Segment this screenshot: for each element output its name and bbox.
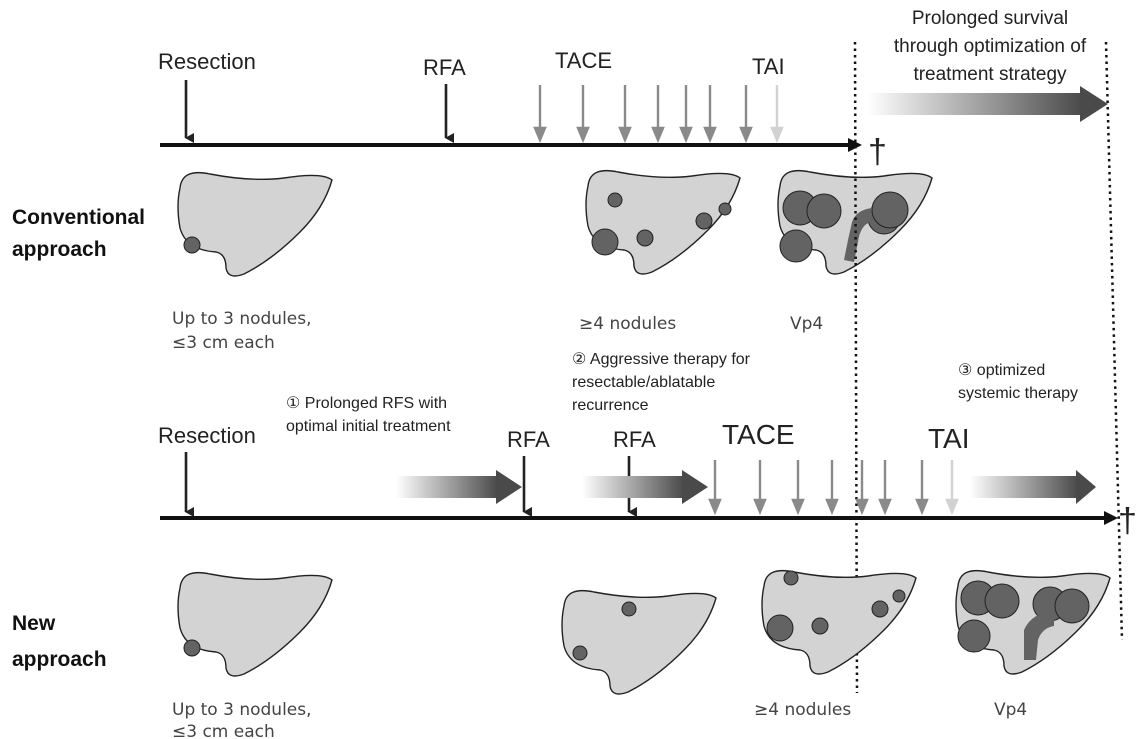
new-tai-arrow xyxy=(947,460,957,512)
new-timeline-arrowhead xyxy=(1104,511,1118,525)
new-tace-label: TACE xyxy=(722,419,795,450)
new-liver-vp4 xyxy=(956,571,1110,674)
conv-resection-label: Resection xyxy=(158,49,256,74)
conv-tai-label: TAI xyxy=(752,54,785,79)
new-caption-early-1: Up to 3 nodules, xyxy=(172,700,312,720)
point2-line3: recurrence xyxy=(572,397,649,414)
point1-line1: ① Prolonged RFS with xyxy=(286,395,447,412)
conv-liver-early xyxy=(178,173,332,276)
conv-caption-multi: ≥4 nodules xyxy=(579,314,676,334)
conventional-approach-label-2: approach xyxy=(12,238,107,261)
conv-death-symbol: † xyxy=(868,133,887,171)
conv-liver-multi xyxy=(586,171,740,274)
conv-caption-vp4: Vp4 xyxy=(790,314,823,334)
aggressive-gradient-arrow xyxy=(582,470,708,504)
conv-rfa-label: RFA xyxy=(423,55,466,80)
new-caption-multi: ≥4 nodules xyxy=(754,700,851,720)
divider-dotted-right xyxy=(1106,42,1122,640)
new-liver-rfa xyxy=(562,591,716,694)
new-liver-multi xyxy=(762,571,916,674)
new-rfa1-label: RFA xyxy=(507,427,550,452)
conventional-timeline-group: Resection RFA TACE TAI † xyxy=(158,48,887,171)
conv-tace-label: TACE xyxy=(555,48,612,73)
survival-note-3: treatment strategy xyxy=(913,64,1067,85)
conventional-approach-label-1: Conventional xyxy=(12,206,145,229)
new-liver-early xyxy=(178,573,332,676)
rfs-gradient-arrow xyxy=(396,470,522,504)
new-tace-arrows xyxy=(710,460,927,512)
new-approach-label-2: approach xyxy=(12,648,107,671)
survival-note-2: through optimization of xyxy=(894,36,1087,57)
point2-line1: ② Aggressive therapy for xyxy=(572,351,751,368)
new-rfa2-label: RFA xyxy=(613,427,656,452)
conv-tace-arrows xyxy=(535,85,751,140)
new-tai-label: TAI xyxy=(928,423,969,454)
survival-gradient-arrow xyxy=(868,86,1108,122)
new-approach-label-1: New xyxy=(12,612,56,635)
new-resection-label: Resection xyxy=(158,423,256,448)
point2-line2: resectable/ablatable xyxy=(572,374,715,391)
point3-line1: ③ optimized xyxy=(958,362,1045,379)
systemic-gradient-arrow xyxy=(970,470,1096,504)
new-caption-early-2: ≤3 cm each xyxy=(172,722,275,739)
conv-caption-early-2: ≤3 cm each xyxy=(172,333,275,353)
point3-line2: systemic therapy xyxy=(958,385,1078,402)
conv-tai-arrow xyxy=(772,85,782,140)
point1-line2: optimal initial treatment xyxy=(286,418,451,435)
survival-note-1: Prolonged survival xyxy=(912,8,1068,29)
new-death-symbol: † xyxy=(1118,502,1137,540)
new-caption-vp4: Vp4 xyxy=(994,700,1027,720)
new-timeline-group: Resection RFA RFA TACE TAI xyxy=(158,419,1137,540)
conv-caption-early-1: Up to 3 nodules, xyxy=(172,309,312,329)
